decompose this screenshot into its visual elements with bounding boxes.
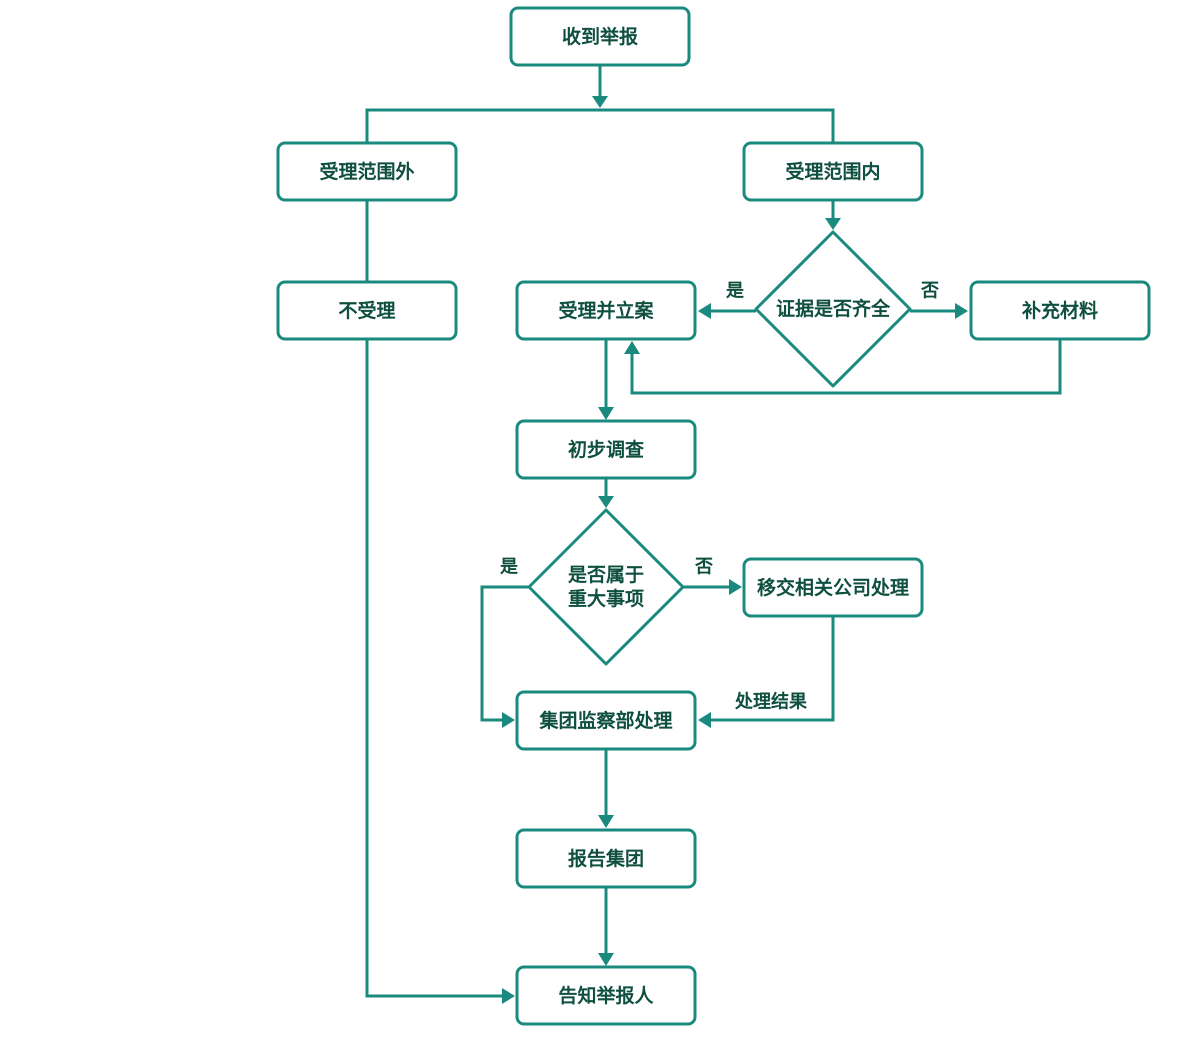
arrow-report-top (598, 815, 614, 828)
node-accept-file (515, 280, 697, 341)
arrow-supervision-right (698, 712, 711, 728)
edge-major-yes (480, 585, 529, 722)
node-evidence-check (754, 230, 912, 388)
arrow-notify-left (502, 988, 515, 1004)
arrow-receive-split (592, 96, 608, 108)
node-out-of-scope-label: 受理范围外 (319, 160, 414, 183)
edge-transfer-result (711, 615, 835, 722)
node-major-check-line1: 是否属于 (568, 564, 644, 586)
node-major-check (527, 508, 685, 666)
edge-supplement-loop (630, 339, 1062, 395)
node-receive-report-label: 收到举报 (562, 25, 638, 48)
node-supervision (515, 690, 697, 751)
node-notify (515, 965, 697, 1026)
node-not-accepted-label: 不受理 (338, 299, 395, 322)
node-evidence-check-label: 证据是否齐全 (776, 297, 891, 320)
arrow-evidence-top (825, 218, 841, 230)
label-evidence-yes: 是 (725, 281, 744, 302)
arrow-supplement-left (955, 303, 968, 319)
arrow-accept-bottom (624, 341, 640, 354)
node-receive-report (509, 6, 691, 67)
node-not-accepted (276, 280, 458, 341)
edge-split-bar (365, 108, 835, 143)
node-notify-label: 告知举报人 (558, 984, 654, 1007)
arrow-accept-right (698, 303, 711, 319)
node-out-of-scope (276, 141, 458, 202)
arrow-supervision-left (502, 712, 515, 728)
label-major-no: 否 (694, 557, 713, 578)
arrow-preliminary-top (598, 407, 614, 420)
arrow-notify-top (598, 953, 614, 966)
node-accept-file-label: 受理并立案 (558, 299, 654, 322)
node-major-check-line2: 重大事项 (568, 587, 644, 610)
node-in-scope (742, 141, 924, 202)
node-report-group-label: 报告集团 (568, 847, 644, 870)
node-supplement (969, 280, 1151, 341)
label-result: 处理结果 (734, 691, 808, 713)
label-major-yes: 是 (499, 557, 518, 578)
edge-not-accepted-to-notify (365, 339, 502, 998)
node-supplement-label: 补充材料 (1022, 299, 1098, 322)
arrow-transfer-left (729, 579, 742, 595)
node-preliminary (515, 419, 697, 480)
node-supervision-label: 集团监察部处理 (538, 709, 672, 732)
label-evidence-no: 否 (920, 281, 939, 302)
node-preliminary-label: 初步调查 (568, 438, 645, 461)
arrow-major-top (598, 496, 614, 508)
node-report-group (515, 828, 697, 889)
node-transfer-label: 移交相关公司处理 (757, 576, 909, 599)
node-in-scope-label: 受理范围内 (785, 160, 880, 183)
node-transfer (742, 557, 924, 618)
